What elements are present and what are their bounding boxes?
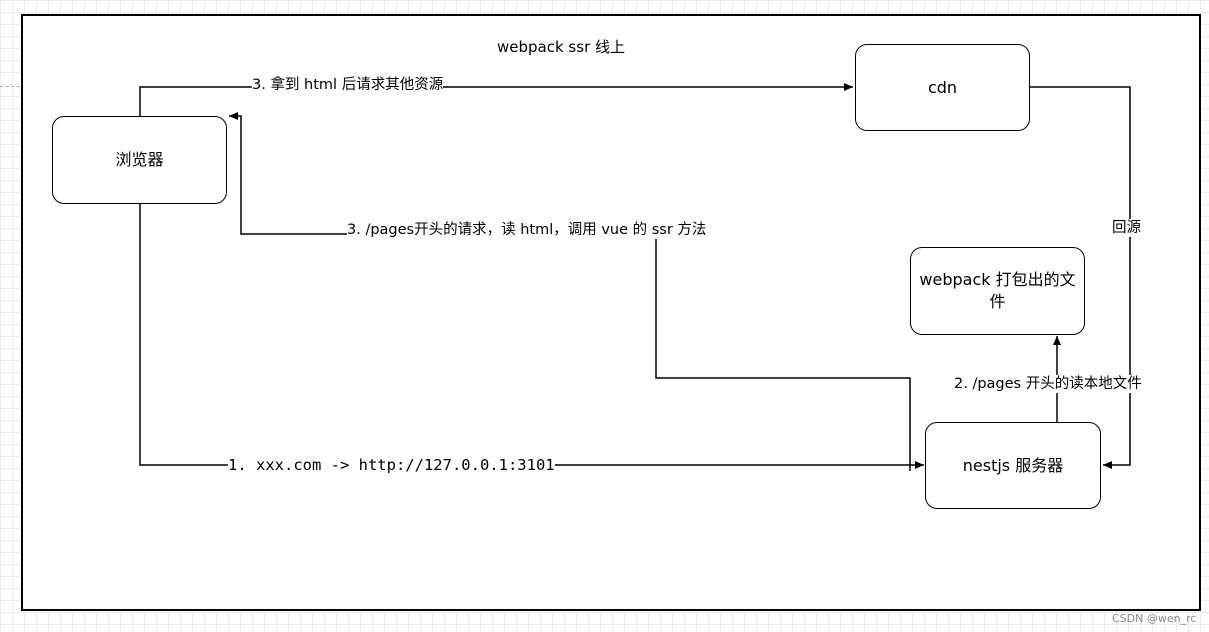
edge-label-cdn-to-nestjs: 回源 bbox=[1112, 219, 1141, 237]
browser-label: 浏览器 bbox=[115, 150, 164, 169]
edge-browser-to-cdn bbox=[139, 83, 853, 116]
edge-cdn-to-nestjs bbox=[1030, 86, 1131, 469]
edge-label-nestjs-to-browser: 3. /pages开头的请求，读 html，调用 vue 的 ssr 方法 bbox=[347, 221, 707, 239]
canvas-guide-dash bbox=[0, 86, 20, 87]
webpack-files-node[interactable]: webpack 打包出的文件 bbox=[910, 247, 1085, 335]
edge-label-browser-to-cdn: 3. 拿到 html 后请求其他资源 bbox=[252, 76, 444, 94]
edge-nestjs-to-browser bbox=[229, 112, 911, 471]
cdn-label: cdn bbox=[927, 77, 958, 97]
edge-label-browser-to-nestjs: 1. xxx.com -> http://127.0.0.1:3101 bbox=[228, 456, 555, 474]
watermark: CSDN @wen_rc bbox=[1112, 612, 1197, 625]
edge-browser-to-nestjs bbox=[139, 204, 924, 469]
webpack-files-label: webpack 打包出的文件 bbox=[919, 270, 1076, 311]
edge-label-nestjs-to-files: 2. /pages 开头的读本地文件 bbox=[954, 375, 1142, 393]
nestjs-node[interactable]: nestjs 服务器 bbox=[925, 422, 1101, 509]
browser-node[interactable]: 浏览器 bbox=[52, 116, 227, 204]
cdn-node[interactable]: cdn bbox=[855, 44, 1030, 131]
diagram-title: webpack ssr 线上 bbox=[497, 38, 625, 56]
nestjs-label: nestjs 服务器 bbox=[962, 455, 1064, 475]
